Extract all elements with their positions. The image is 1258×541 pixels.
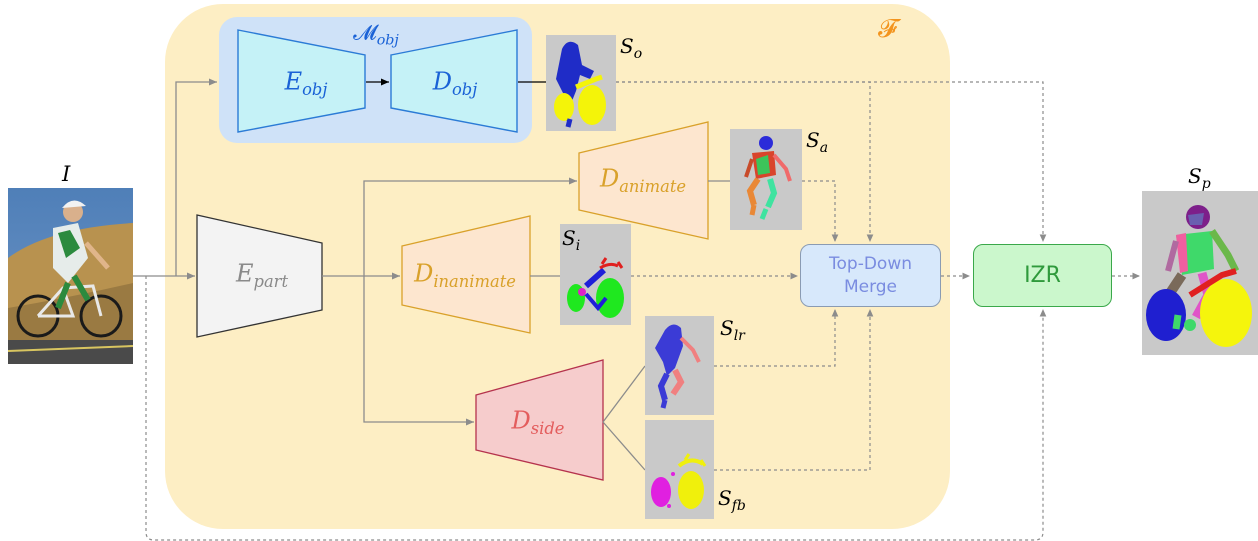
- sfb-mask-image: [651, 453, 707, 509]
- framework-label: 𝓕: [878, 14, 898, 44]
- slr-mask-image: [655, 324, 701, 409]
- input-photo: [8, 188, 133, 364]
- inanimate-decoder-label: Dinanimate: [414, 259, 516, 292]
- input-to-mobj-arrow: [175, 78, 217, 276]
- si-label: Si: [562, 226, 581, 254]
- output-mask-image: [1146, 205, 1252, 347]
- sfb-to-merge-arrow: [714, 309, 874, 471]
- side-decoder-label: Dside: [511, 406, 565, 439]
- slr-to-merge-arrow: [714, 309, 839, 367]
- sfb-label: Sfb: [718, 486, 746, 514]
- sa-label: Sa: [806, 128, 829, 156]
- animate-decoder-label: Danimate: [599, 164, 687, 197]
- side-to-slr-line: [602, 365, 646, 423]
- part-encoder-shape: [196, 214, 323, 338]
- sa-mask-image: [744, 136, 792, 220]
- sa-mask-thumbnail: [730, 129, 802, 230]
- so-label: So: [620, 34, 643, 62]
- epart-to-animate-arrow: [322, 177, 577, 277]
- so-to-izr-arrow: [616, 81, 1047, 242]
- epart-to-side-arrow: [363, 276, 474, 426]
- so-mask-image: [554, 41, 606, 128]
- part-encoder-label: Epart: [235, 259, 289, 292]
- output-label: Sp: [1188, 164, 1211, 192]
- so-mask-thumbnail: [546, 35, 616, 131]
- object-group-label: 𝓜obj: [353, 20, 399, 49]
- input-skip-to-izr-arrow: [145, 276, 1047, 541]
- object-encoder-label: Eobj: [284, 67, 328, 100]
- izr-box: IZR: [973, 244, 1112, 307]
- input-label: I: [62, 162, 71, 186]
- top-down-merge-box: Top-Down Merge: [800, 244, 941, 307]
- side-to-sfb-line: [602, 421, 646, 471]
- slr-mask-thumbnail: [645, 316, 714, 415]
- animate-decoder-shape: [578, 121, 709, 240]
- sfb-mask-thumbnail: [645, 420, 714, 519]
- slr-label: Slr: [720, 316, 745, 344]
- sa-to-merge-arrow: [802, 180, 839, 242]
- si-mask-image: [567, 257, 624, 318]
- inanimate-decoder-shape: [401, 215, 531, 334]
- object-decoder-shape: [390, 29, 518, 133]
- si-mask-thumbnail: [560, 224, 631, 325]
- object-decoder-label: Dobj: [432, 67, 478, 100]
- output-mask-thumbnail: [1142, 191, 1258, 355]
- object-encoder-shape: [237, 29, 366, 133]
- side-decoder-shape: [475, 359, 604, 481]
